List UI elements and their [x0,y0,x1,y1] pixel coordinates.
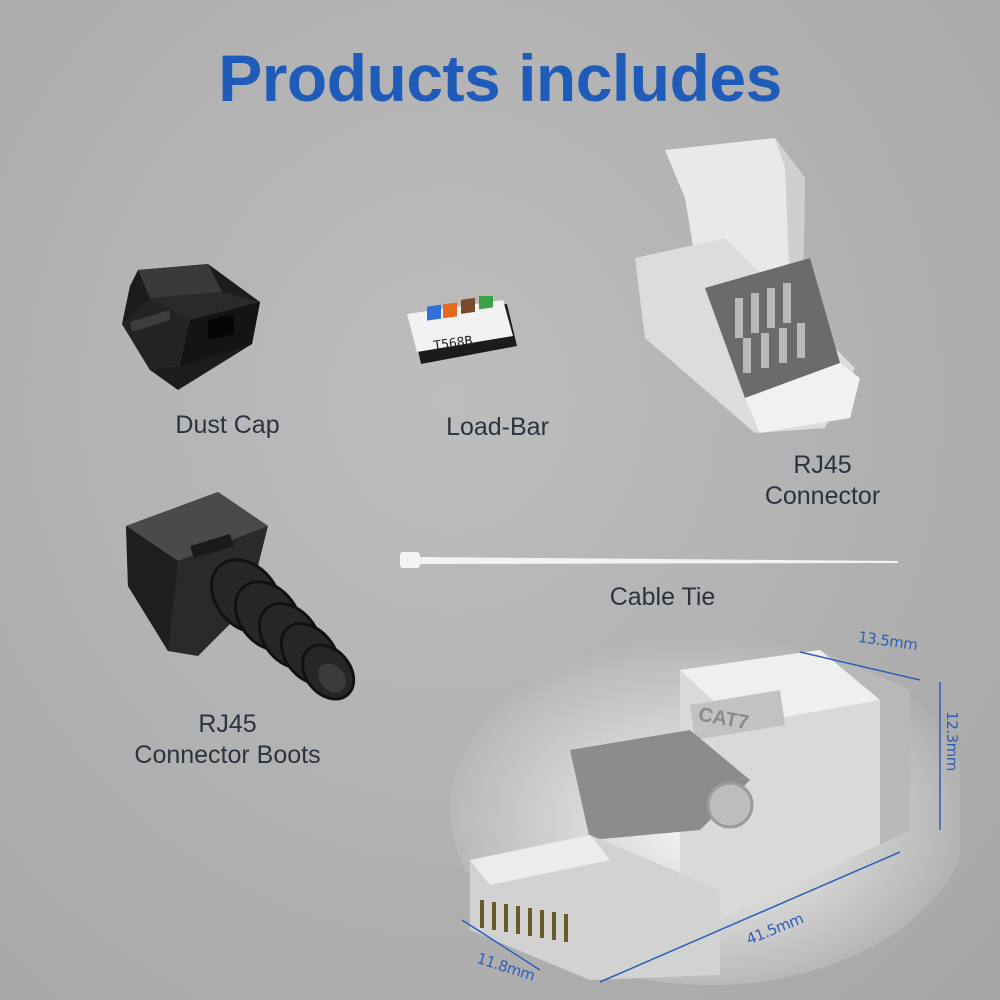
cable-tie-image [400,552,898,568]
rj45-connector-label: RJ45 Connector [740,450,905,512]
dimension-height: 12.3mm [942,711,961,771]
load-bar-label: Load-Bar [446,413,549,441]
rj45-connector-label-line2: Connector [764,482,881,510]
dust-cap-image [122,264,260,390]
rj45-boots-label-line1: RJ45 [198,710,257,738]
load-bar-image: T568B [407,296,517,364]
rj45-boots-image [126,492,356,701]
page-title: Products includes [218,41,782,115]
cable-tie-label: Cable Tie [609,583,716,611]
load-bar-print: T568B [433,334,474,354]
dust-cap-label: Dust Cap [175,411,280,439]
rj45-connector-image [635,138,860,433]
rj45-boots-label-line2: Connector Boots [134,741,321,769]
rj45-boots-label: RJ45 Connector Boots [105,709,350,771]
rj45-connector-label-line1: RJ45 [793,451,852,479]
rj45-connector-main-image: CAT7 [450,635,960,985]
